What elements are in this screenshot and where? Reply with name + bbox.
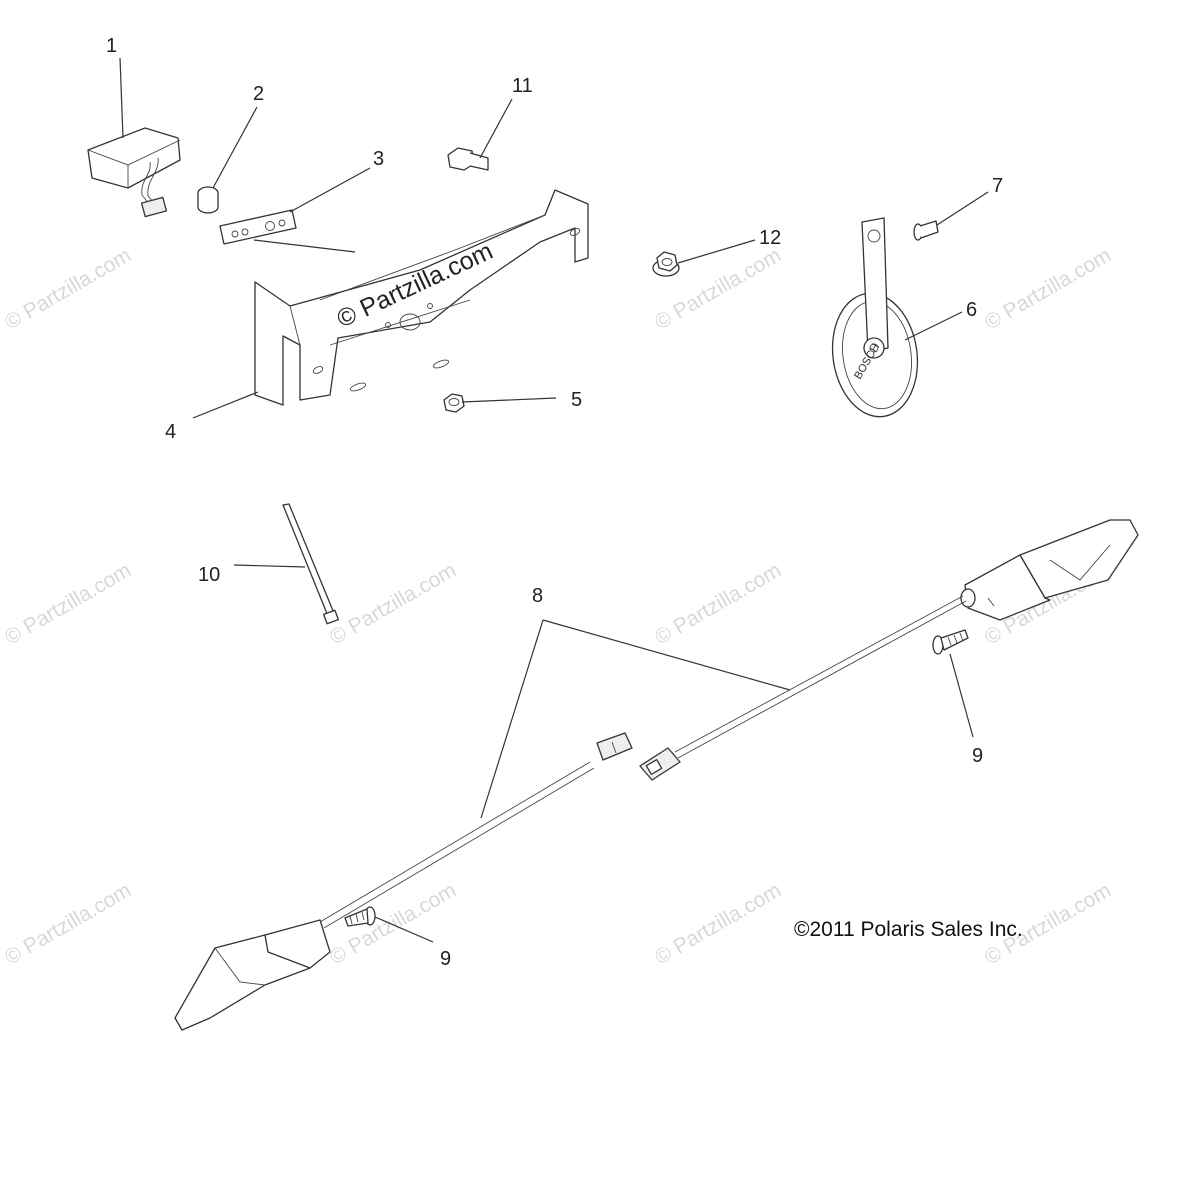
callout-11: 11 xyxy=(512,75,533,97)
part-10-cable-tie xyxy=(282,503,339,625)
watermark: © Partzilla.com xyxy=(1,244,135,335)
watermark-grid: © Partzilla.com © Partzilla.com © Partzi… xyxy=(1,244,1115,970)
watermark: © Partzilla.com xyxy=(651,879,785,970)
part-7-screw xyxy=(913,220,939,241)
callout-9-left: 9 xyxy=(440,948,451,970)
callout-10: 10 xyxy=(198,564,220,586)
watermark: © Partzilla.com xyxy=(981,244,1115,335)
part-12-flange-nut xyxy=(652,251,680,277)
callout-2: 2 xyxy=(253,83,264,105)
watermark: © Partzilla.com xyxy=(326,559,460,650)
callout-7: 7 xyxy=(992,175,1003,197)
callout-labels: 1 2 3 4 5 6 7 8 9 9 10 11 12 xyxy=(106,35,1003,970)
callout-4: 4 xyxy=(165,421,176,443)
part-4-bracket xyxy=(254,189,589,406)
callout-6: 6 xyxy=(966,299,977,321)
callout-9-right: 9 xyxy=(972,745,983,767)
callout-1: 1 xyxy=(106,35,117,57)
part-5-nut xyxy=(443,393,465,413)
callout-3: 3 xyxy=(373,148,384,170)
watermark: © Partzilla.com xyxy=(1,879,135,970)
part-9-screw-right xyxy=(932,629,969,655)
part-1-light-assembly xyxy=(87,127,181,218)
part-3-mounting-plate xyxy=(219,209,297,245)
callout-5: 5 xyxy=(571,389,582,411)
watermark: © Partzilla.com xyxy=(1,559,135,650)
callout-8: 8 xyxy=(532,585,543,607)
part-8-turn-signal-right xyxy=(639,519,1139,781)
part-9-screw-left xyxy=(344,906,376,927)
part-2-spacer xyxy=(197,186,219,214)
leader-lines xyxy=(119,57,989,943)
part-6-horn: BOSCH xyxy=(831,217,919,418)
part-8-turn-signal-left xyxy=(174,732,633,1031)
watermark: © Partzilla.com xyxy=(651,559,785,650)
copyright-notice: ©2011 Polaris Sales Inc. xyxy=(794,918,1023,941)
part-11-bolt xyxy=(447,147,489,171)
callout-12: 12 xyxy=(759,227,781,249)
